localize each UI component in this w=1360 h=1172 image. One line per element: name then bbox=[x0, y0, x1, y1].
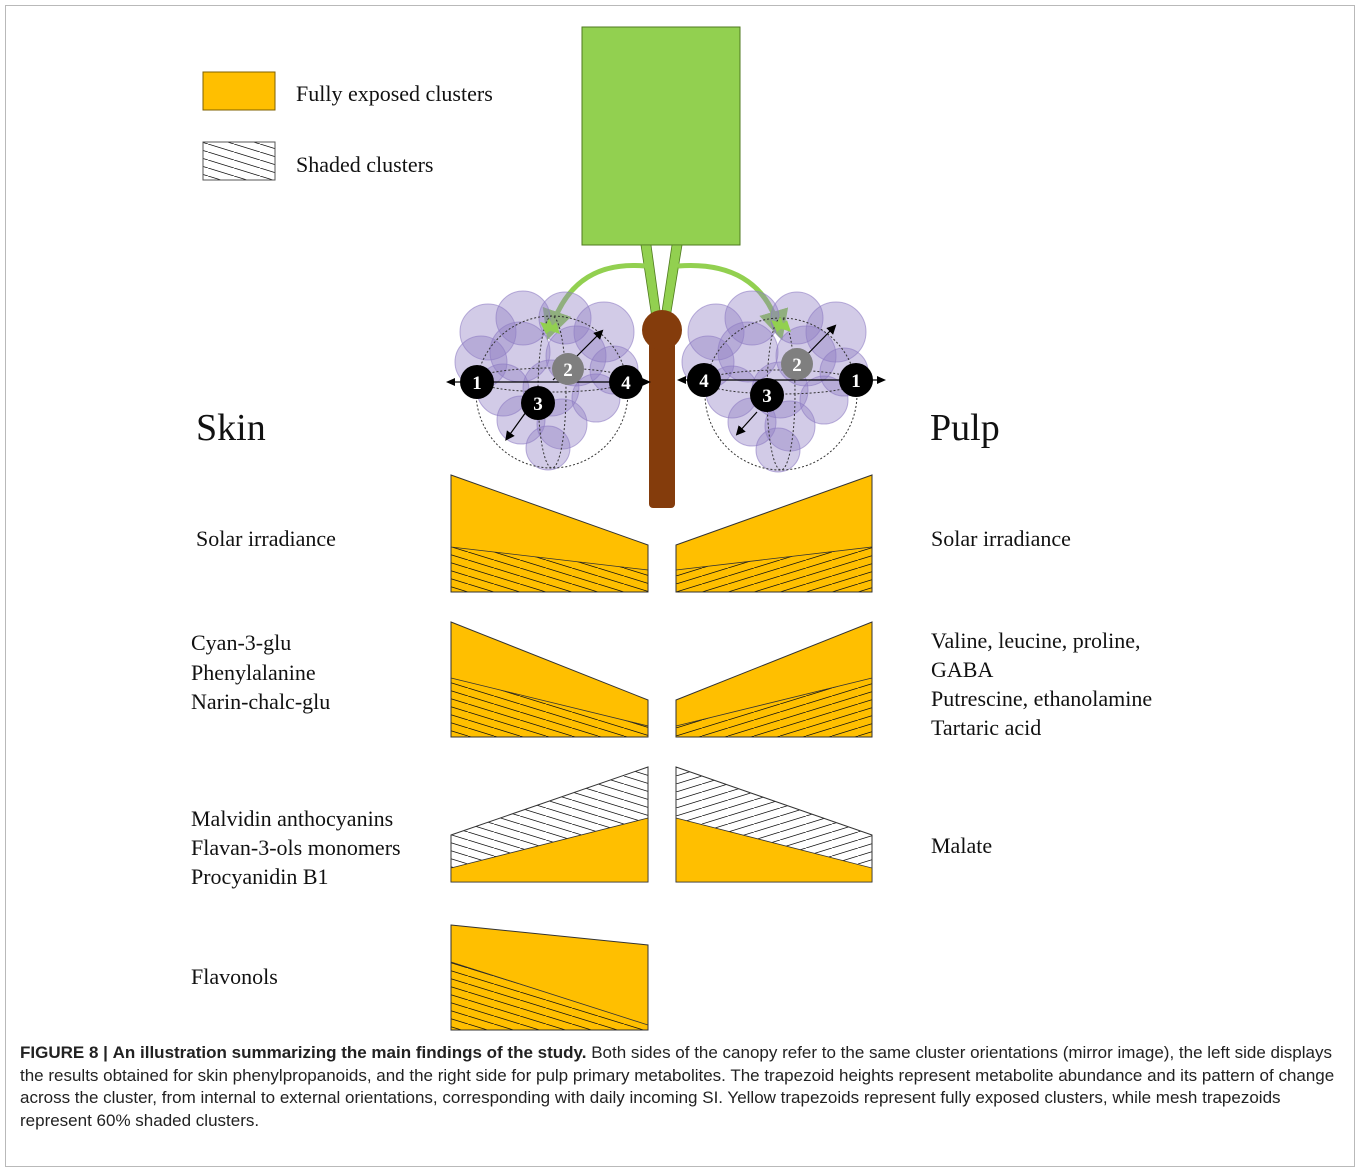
right-marker-1-label: 1 bbox=[851, 371, 861, 392]
row2-right-line3: Putrescine, ethanolamine bbox=[931, 686, 1152, 711]
legend-shaded-label: Shaded clusters bbox=[296, 152, 433, 177]
right-marker-3-label: 3 bbox=[762, 386, 772, 407]
row2-left-line3: Narin-chalc-glu bbox=[191, 689, 330, 714]
stem-left bbox=[641, 245, 661, 318]
row2-left-line2: Phenylalanine bbox=[191, 660, 316, 685]
stem-right bbox=[661, 245, 682, 318]
skin-title: Skin bbox=[196, 407, 266, 449]
right-marker-4-label: 4 bbox=[699, 371, 709, 392]
row4-left-label: Flavonols bbox=[191, 964, 278, 989]
row3-left-line3: Procyanidin B1 bbox=[191, 864, 329, 889]
left-marker-1-label: 1 bbox=[472, 373, 482, 394]
row-anthocyanins-malate: Malvidin anthocyanins Flavan-3-ols monom… bbox=[191, 767, 992, 889]
row1-right-label: Solar irradiance bbox=[931, 526, 1071, 551]
canopy bbox=[582, 27, 740, 245]
row1-left-label: Solar irradiance bbox=[196, 526, 336, 551]
row2-right-line1: Valine, leucine, proline, bbox=[931, 628, 1141, 653]
trunk bbox=[649, 330, 675, 508]
figure-caption: FIGURE 8 | An illustration summarizing t… bbox=[20, 1042, 1342, 1132]
legend-exposed-label: Fully exposed clusters bbox=[296, 81, 493, 106]
legend: Fully exposed clusters Shaded clusters bbox=[203, 72, 493, 180]
row3-left-line2: Flavan-3-ols monomers bbox=[191, 835, 401, 860]
legend-shaded-swatch bbox=[203, 142, 275, 180]
left-cluster: 1 2 3 4 bbox=[446, 291, 651, 470]
row2-left-line1: Cyan-3-glu bbox=[191, 630, 291, 655]
row2-right-line4: Tartaric acid bbox=[931, 715, 1041, 740]
pulp-title: Pulp bbox=[930, 407, 1000, 449]
left-marker-2-label: 2 bbox=[563, 360, 573, 381]
right-cluster: 4 3 2 1 bbox=[677, 291, 886, 472]
legend-exposed-swatch bbox=[203, 72, 275, 110]
left-marker-3-label: 3 bbox=[533, 394, 543, 415]
row2-right-line2: GABA bbox=[931, 657, 993, 682]
right-marker-2-label: 2 bbox=[792, 355, 802, 376]
caption-label: FIGURE 8 | bbox=[20, 1043, 108, 1062]
row3-left-line1: Malvidin anthocyanins bbox=[191, 806, 393, 831]
row-solar-irradiance: Solar irradiance Solar irradiance bbox=[196, 475, 1071, 592]
left-marker-4-label: 4 bbox=[621, 373, 631, 394]
caption-title: An illustration summarizing the main fin… bbox=[113, 1043, 587, 1062]
row-primary-metabolites: Cyan-3-glu Phenylalanine Narin-chalc-glu… bbox=[191, 622, 1152, 740]
row3-right-line1: Malate bbox=[931, 833, 992, 858]
trunk-top bbox=[642, 310, 682, 350]
row-flavonols: Flavonols bbox=[191, 925, 648, 1030]
